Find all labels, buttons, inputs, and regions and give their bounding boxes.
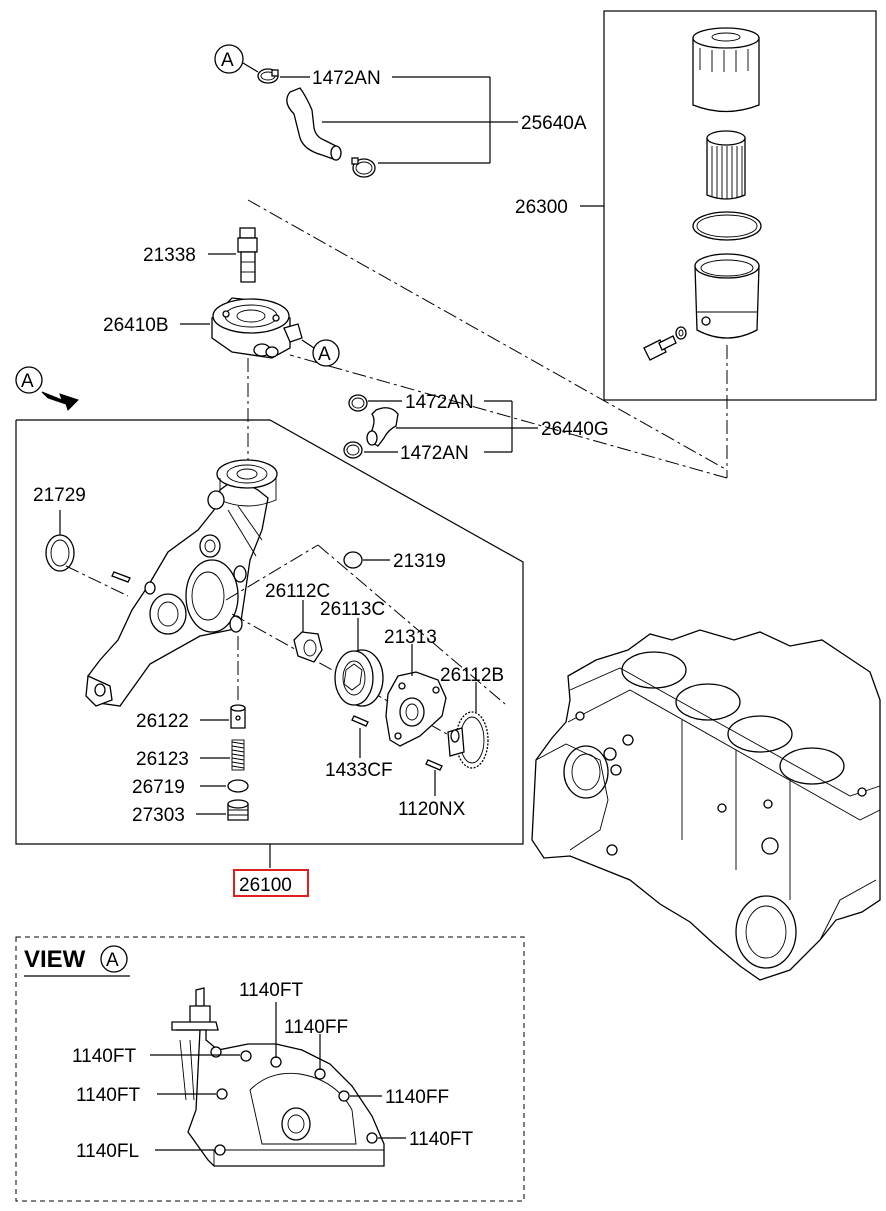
- hose-clamp-26440G-bottom[interactable]: [343, 441, 363, 459]
- callout-1140FT-right: 1140FT: [409, 1129, 473, 1150]
- callout-26300: 26300: [515, 197, 568, 218]
- oil-filter-housing[interactable]: [694, 253, 760, 339]
- filter-drain-bolt[interactable]: [643, 326, 687, 361]
- callout-26113C: 26113C: [320, 599, 385, 620]
- engine-block: [531, 629, 881, 981]
- hose-26440G-group: 1472AN 26440G 1472AN: [343, 392, 609, 464]
- callout-21313: 21313: [384, 627, 437, 648]
- oil-pump-rear-view[interactable]: [171, 987, 385, 1167]
- pump-cover-21313[interactable]: [385, 671, 447, 747]
- callout-26112C: 26112C: [265, 581, 330, 602]
- callout-1433CF: 1433CF: [325, 760, 393, 781]
- callout-1140FL: 1140FL: [76, 1141, 139, 1162]
- callout-1472AN-mid: 1472AN: [405, 392, 474, 413]
- callout-27303: 27303: [132, 805, 185, 826]
- view-a-title: VIEW: [24, 946, 86, 973]
- callout-1140FT-left-mid: 1140FT: [76, 1085, 140, 1106]
- o-ring-21319[interactable]: [343, 551, 363, 569]
- pin-1433CF[interactable]: [351, 715, 369, 727]
- view-a-direction-arrow: A: [15, 366, 79, 411]
- marker-a-1: A: [221, 50, 234, 71]
- oil-filter-element[interactable]: [706, 130, 746, 200]
- drive-sprocket-26112B[interactable]: [447, 711, 489, 769]
- callout-1120NX: 1120NX: [398, 799, 466, 820]
- callout-1140FF-top: 1140FF: [284, 1017, 348, 1038]
- relief-plunger-26122[interactable]: [230, 704, 246, 729]
- callout-21338: 21338: [143, 245, 196, 266]
- view-marker-a-circle: [214, 44, 244, 74]
- filter-o-ring[interactable]: [692, 211, 762, 241]
- oil-filter-cartridge[interactable]: [692, 27, 760, 113]
- callout-1472AN-top: 1472AN: [312, 68, 381, 89]
- dowel-pin[interactable]: [111, 571, 131, 583]
- relief-spring-26123[interactable]: [231, 739, 245, 771]
- callout-21319: 21319: [393, 551, 446, 572]
- callout-26410B: 26410B: [103, 315, 169, 336]
- hose-25640A-group: A 1472AN 25640A: [214, 44, 587, 178]
- oil-pump-assembly-box: [15, 419, 524, 868]
- marker-a-3: A: [21, 371, 34, 392]
- hose-clamp-top[interactable]: [257, 68, 279, 84]
- callout-1140FT-top: 1140FT: [239, 980, 303, 1001]
- view-a-marker: A: [106, 950, 119, 971]
- outer-rotor-26113C[interactable]: [334, 649, 384, 707]
- callout-26123: 26123: [136, 749, 189, 770]
- callout-26440G: 26440G: [541, 419, 609, 440]
- callout-26100-group[interactable]: 26100: [233, 869, 309, 897]
- callout-1140FT-left-upper: 1140FT: [72, 1046, 136, 1067]
- assembly-center-lines: [247, 199, 728, 479]
- marker-a-2: A: [318, 344, 331, 365]
- oil-filter-group: 26300: [515, 10, 877, 401]
- callout-26122: 26122: [136, 711, 189, 732]
- callout-26100: 26100: [239, 875, 292, 896]
- callout-26719: 26719: [132, 777, 185, 798]
- callout-25640A: 25640A: [521, 113, 587, 134]
- callout-1472AN-low: 1472AN: [400, 443, 469, 464]
- callout-26112B: 26112B: [440, 665, 504, 686]
- view-a-dashed-box: [15, 936, 525, 1202]
- inner-rotor-26112C[interactable]: [293, 631, 323, 663]
- oil-pump-body[interactable]: [85, 459, 278, 707]
- callout-21729: 21729: [33, 485, 86, 506]
- oil-filter-adapter-26410B[interactable]: [211, 297, 303, 359]
- view-a-panel: VIEW A 1140FT 1140FF: [15, 936, 525, 1202]
- gasket-26719[interactable]: [227, 779, 249, 793]
- hose-25640A[interactable]: [286, 87, 339, 161]
- hose-clamp-bottom[interactable]: [351, 157, 376, 178]
- highlight-box-26100: [233, 869, 309, 897]
- relief-plug-27303[interactable]: [227, 799, 249, 821]
- oil-seal-21729[interactable]: [45, 534, 75, 572]
- fitting-21338[interactable]: [237, 227, 258, 283]
- hose-clamp-26440G-top[interactable]: [348, 394, 368, 412]
- bolt-1120NX[interactable]: [425, 759, 443, 771]
- callout-1140FF-right: 1140FF: [385, 1087, 449, 1108]
